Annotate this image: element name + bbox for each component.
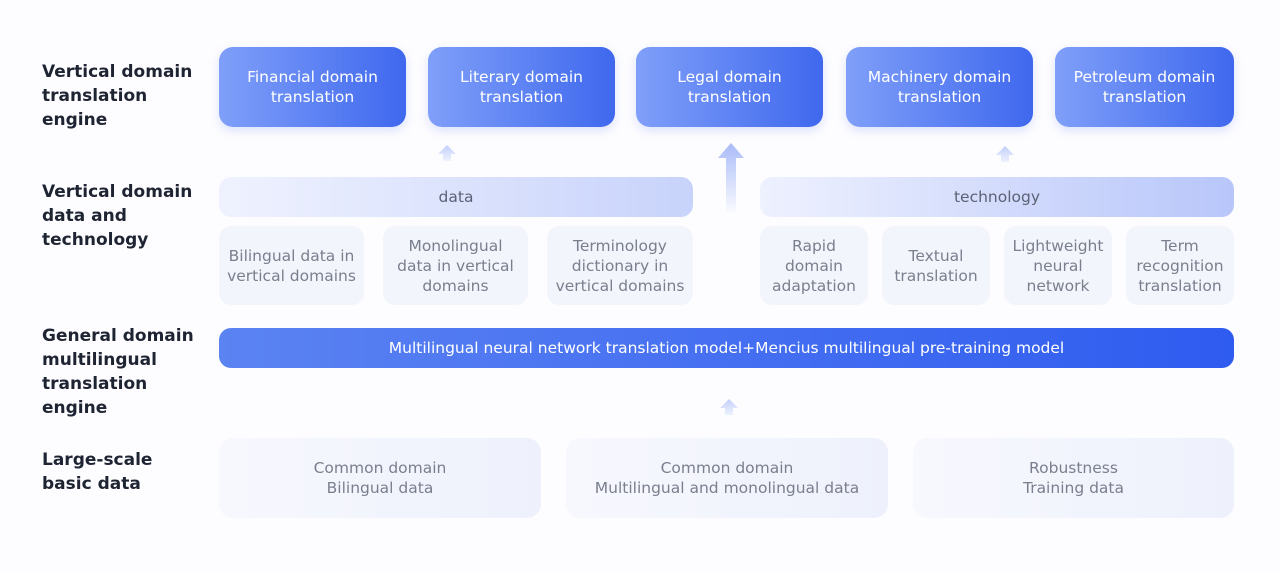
row-label-basic-data: Large-scale basic data: [42, 450, 153, 494]
arrow-up-small-icon: [996, 146, 1014, 162]
basic-card-multilingual: Common domain Multilingual and monolingu…: [566, 438, 888, 518]
arrow-up-large-icon: [718, 143, 744, 217]
row-label-vertical-engine: Vertical domain translation engine: [42, 62, 193, 130]
general-model-bar: Multilingual neural network translation …: [219, 328, 1234, 368]
arrow-up-small-icon: [438, 145, 456, 161]
engine-legal: Legal domain translation: [636, 47, 823, 127]
data-card-monolingual: Monolingual data in vertical domains: [383, 226, 528, 305]
data-card-bilingual: Bilingual data in vertical domains: [219, 226, 364, 305]
engine-machinery: Machinery domain translation: [846, 47, 1033, 127]
tech-card-textual: Textual translation: [882, 226, 990, 305]
data-group-title: data: [219, 177, 693, 217]
tech-card-lightweight: Lightweight neural network: [1004, 226, 1112, 305]
row-label-general-engine: General domain multilingual translation …: [42, 326, 194, 418]
technology-group-title: technology: [760, 177, 1234, 217]
basic-card-robustness: Robustness Training data: [913, 438, 1234, 518]
arrow-up-small-icon: [720, 399, 738, 415]
data-card-terminology: Terminology dictionary in vertical domai…: [547, 226, 693, 305]
engine-financial: Financial domain translation: [219, 47, 406, 127]
basic-card-bilingual: Common domain Bilingual data: [219, 438, 541, 518]
row-label-vertical-data-tech: Vertical domain data and technology: [42, 182, 193, 250]
engine-petroleum: Petroleum domain translation: [1055, 47, 1234, 127]
engine-literary: Literary domain translation: [428, 47, 615, 127]
tech-card-rapid-adaptation: Rapid domain adaptation: [760, 226, 868, 305]
tech-card-term-recognition: Term recognition translation: [1126, 226, 1234, 305]
